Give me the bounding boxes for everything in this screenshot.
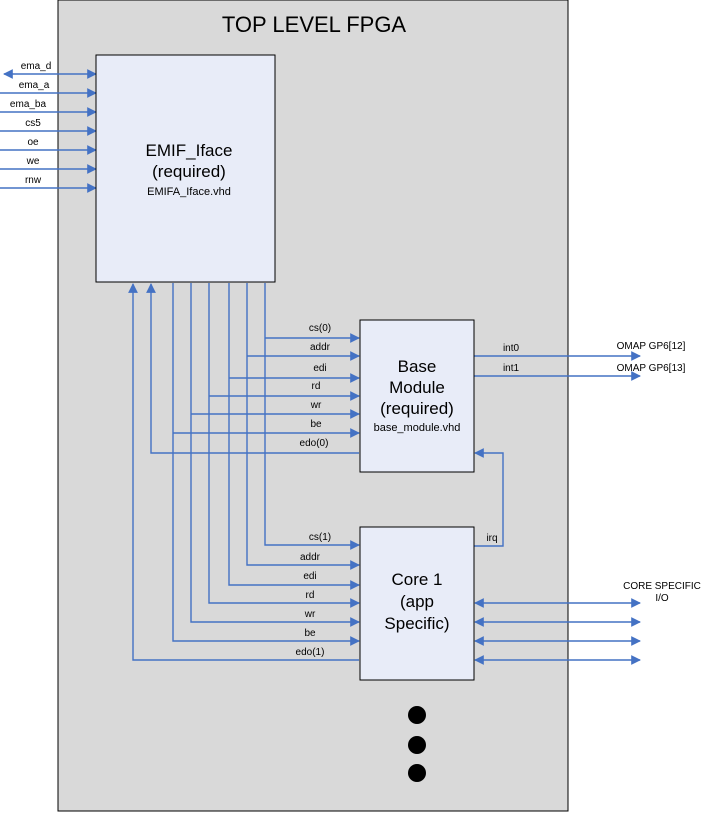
base-signal-label: edi — [313, 363, 326, 374]
external-signals — [0, 69, 97, 193]
base-module-required: (required) — [380, 399, 454, 418]
emif-iface-title: EMIF_Iface — [146, 141, 233, 160]
continuation-dot — [408, 706, 426, 724]
core-io-label-2: I/O — [655, 593, 669, 604]
ext-signal-label: ema_d — [21, 61, 52, 72]
base-signal-label: cs(0) — [309, 323, 331, 334]
emif-iface-file: EMIFA_Iface.vhd — [147, 186, 231, 198]
base-module-title-2: Module — [389, 378, 445, 397]
core1-title-1: Core 1 — [391, 570, 442, 589]
base-signal-label: addr — [310, 342, 331, 353]
base-signal-label: wr — [310, 400, 322, 411]
continuation-dot — [408, 736, 426, 754]
core-signal-label: wr — [304, 609, 316, 620]
core-signal-label: edo(1) — [296, 647, 325, 658]
base-module-title-1: Base — [398, 357, 437, 376]
base-module-file: base_module.vhd — [374, 422, 461, 434]
ext-signal-label: rnw — [25, 175, 42, 186]
fpga-title: TOP LEVEL FPGA — [222, 12, 407, 37]
core1-title-3: Specific) — [384, 614, 449, 633]
omap-gp6-12-label: OMAP GP6[12] — [617, 341, 686, 352]
base-signal-label: edo(0) — [300, 438, 329, 449]
core-signal-label: cs(1) — [309, 532, 331, 543]
base-signal-label: be — [310, 419, 322, 430]
ext-signal-label: cs5 — [25, 118, 41, 129]
core1-block — [359, 526, 475, 681]
core-signal-label: be — [304, 628, 316, 639]
int1-label: int1 — [503, 363, 520, 374]
ext-signal-label: ema_a — [19, 80, 50, 91]
emif-iface-block — [95, 54, 276, 283]
core-io-label-1: CORE SPECIFIC — [623, 581, 701, 592]
core-signal-label: addr — [300, 552, 321, 563]
core1-title-2: (app — [400, 592, 434, 611]
base-signal-label: rd — [312, 381, 321, 392]
emif-iface-required: (required) — [152, 162, 226, 181]
bus-wires — [128, 283, 641, 665]
int0-label: int0 — [503, 343, 520, 354]
ext-signal-label: ema_ba — [10, 99, 47, 110]
core-signal-label: edi — [303, 571, 316, 582]
omap-gp6-13-label: OMAP GP6[13] — [617, 363, 686, 374]
base-module-block — [359, 319, 475, 473]
continuation-dot — [408, 764, 426, 782]
ext-signal-label: oe — [27, 137, 39, 148]
core-signal-label: rd — [306, 590, 315, 601]
ext-signal-label: we — [26, 156, 40, 167]
irq-label: irq — [486, 533, 497, 544]
